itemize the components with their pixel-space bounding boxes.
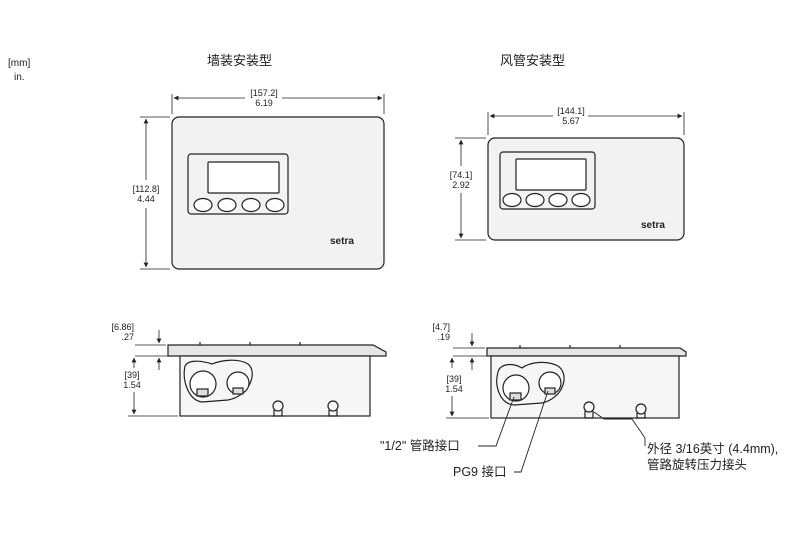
wall-height-dimension: [112.8] 4.44 [126,184,166,204]
wall-depth-mm: [39] [124,370,140,380]
wall-lip-in: .27 [121,332,134,342]
wall-lip-dimension: [6.86] .27 [100,322,134,342]
duct-width-mm: [144.1] [557,106,585,116]
wall-depth-dimension: [39] 1.54 [118,370,146,390]
duct-lip-in: .19 [437,332,450,342]
wall-side-view [128,330,387,417]
wall-width-mm: [157.2] [250,88,278,98]
wall-width-dimension: [157.2] 6.19 [246,88,282,108]
pressure-fitting-line1: 外径 3/16英寸 (4.4mm), [647,442,779,456]
duct-lip-dimension: [4.7] .19 [420,322,450,342]
duct-height-mm: [74.1] [449,170,473,180]
duct-height-in: 2.92 [452,180,470,190]
pressure-fitting-line2: 管路旋转压力接头 [647,458,748,472]
wall-height-in: 4.44 [137,194,155,204]
duct-height-dimension: [74.1] 2.92 [442,170,480,190]
wall-height-mm: [112.8] [132,184,160,194]
conduit-port-callout: "1/2" 管路接口 [380,439,460,453]
pg9-port-callout: PG9 接口 [453,465,507,479]
pressure-fitting-callout: 外径 3/16英寸 (4.4mm), 管路旋转压力接头 [647,441,778,473]
wall-front-view [140,94,385,270]
unit-mm-label: [mm] [8,58,31,69]
duct-front-view [455,112,685,241]
wall-lip-mm: [6.86] [111,322,134,332]
duct-mount-title: 风管安装型 [500,53,566,68]
duct-depth-mm: [39] [446,374,462,384]
duct-width-in: 5.67 [562,116,580,126]
duct-depth-in: 1.54 [445,384,463,394]
duct-lip-mm: [4.7] [432,322,450,332]
wall-mount-title: 墙装安装型 [207,53,273,68]
duct-depth-dimension: [39] 1.54 [440,374,468,394]
duct-setra-logo: setra [641,220,665,231]
duct-side-view [446,333,687,419]
wall-setra-logo: setra [330,236,354,247]
wall-depth-in: 1.54 [123,380,141,390]
duct-width-dimension: [144.1] 5.67 [553,106,589,126]
wall-width-in: 6.19 [255,98,273,108]
callout-leaders [478,390,646,473]
unit-in-label: in. [14,72,25,83]
